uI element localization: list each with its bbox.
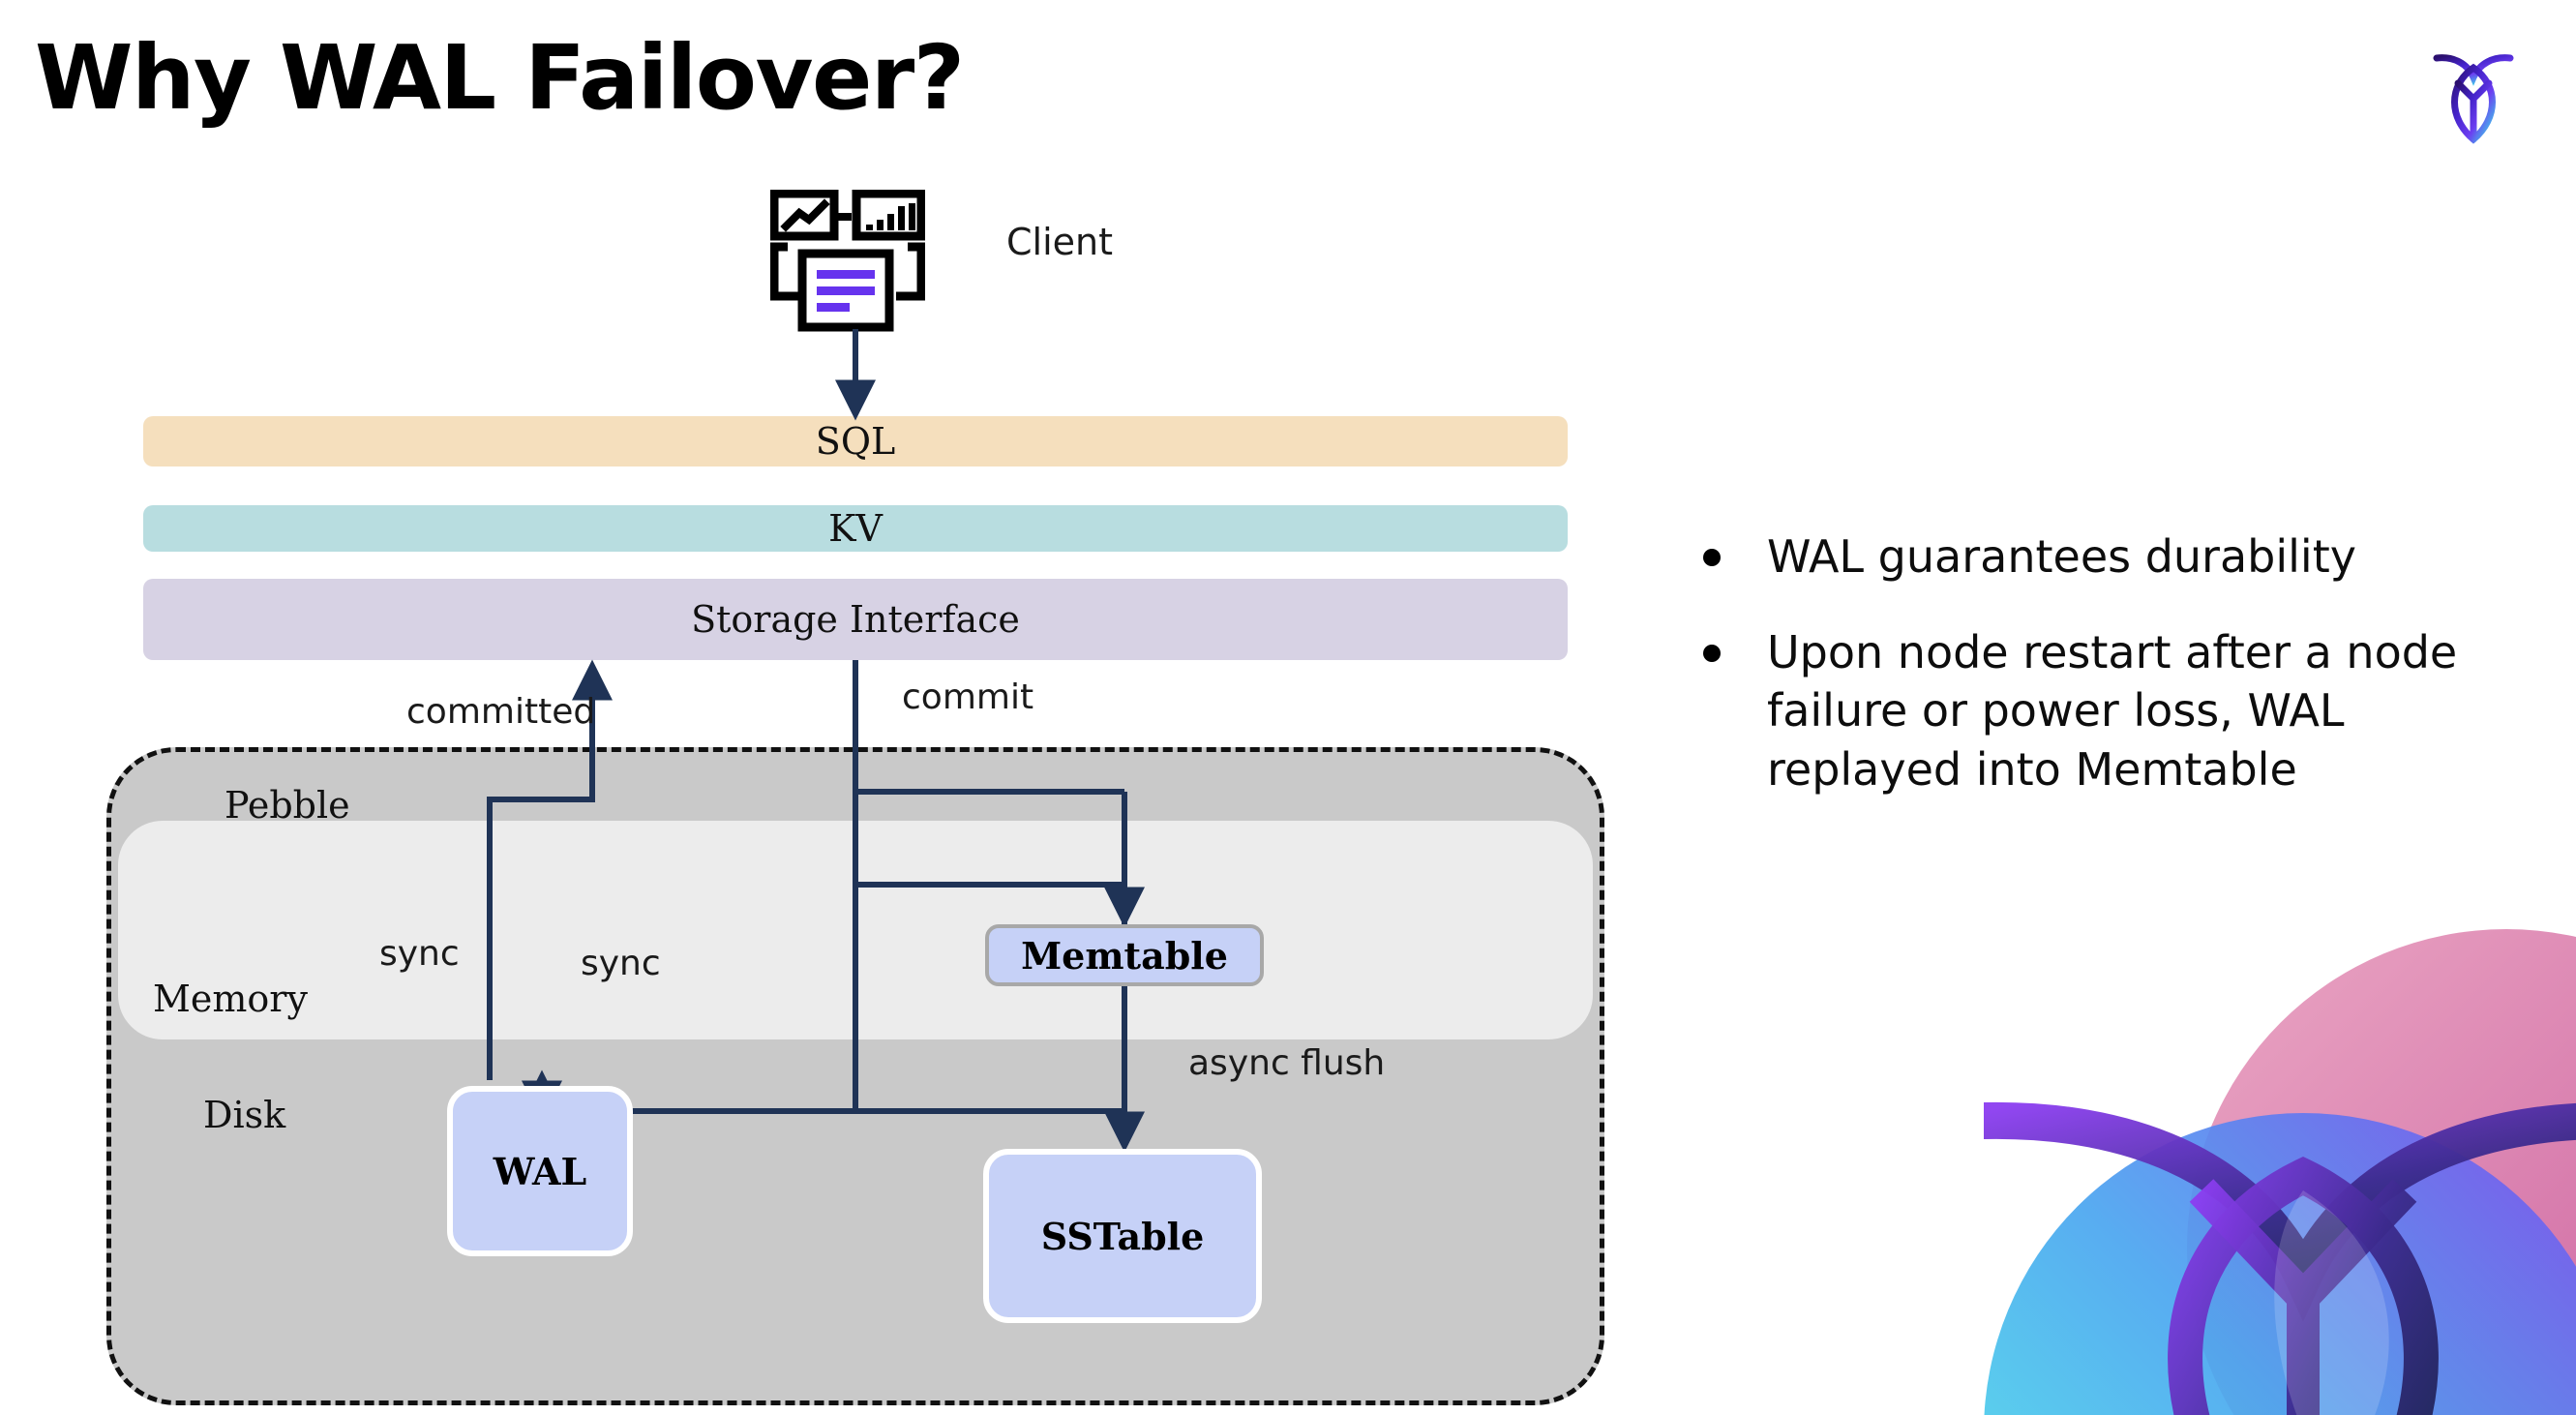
node-box-wal-label: WAL [493,1149,587,1193]
bullet-dot-icon [1703,644,1721,662]
cockroach-labs-watermark-icon [1984,929,2576,1415]
bullet-list: WAL guarantees durability Upon node rest… [1703,527,2545,836]
list-item: WAL guarantees durability [1703,527,2545,587]
memory-label: Memory [153,978,308,1020]
layer-bar-kv-label: KV [828,507,883,550]
list-item: Upon node restart after a node failure o… [1703,623,2545,799]
bullet-text: Upon node restart after a node failure o… [1767,625,2458,797]
page-title: Why WAL Failover? [35,26,965,130]
disk-label: Disk [203,1094,286,1136]
layer-bar-kv: KV [143,505,1568,552]
node-box-sstable-label: SSTable [1040,1214,1205,1258]
node-box-memtable-label: Memtable [1021,933,1228,978]
node-box-sstable: SSTable [983,1149,1262,1323]
layer-bar-storage-interface-label: Storage Interface [691,598,1020,641]
pebble-label: Pebble [225,784,350,827]
layer-bar-storage-interface: Storage Interface [143,579,1568,660]
edge-label-sync-left: sync [379,934,460,974]
edge-label-sync-right: sync [581,944,661,983]
edge-label-committed: committed [406,692,596,732]
bullet-dot-icon [1703,549,1721,566]
layer-bar-sql: SQL [143,416,1568,467]
bullet-text: WAL guarantees durability [1767,530,2356,583]
node-box-memtable: Memtable [985,924,1264,986]
node-box-wal: WAL [447,1086,633,1256]
client-label: Client [1006,221,1114,263]
memory-region [118,821,1593,1039]
client-dashboard-icon [769,189,926,335]
edge-label-commit: commit [902,677,1034,717]
cockroach-labs-logo-icon [2415,35,2531,151]
edge-label-async-flush: async flush [1188,1043,1386,1083]
layer-bar-sql-label: SQL [815,420,896,463]
